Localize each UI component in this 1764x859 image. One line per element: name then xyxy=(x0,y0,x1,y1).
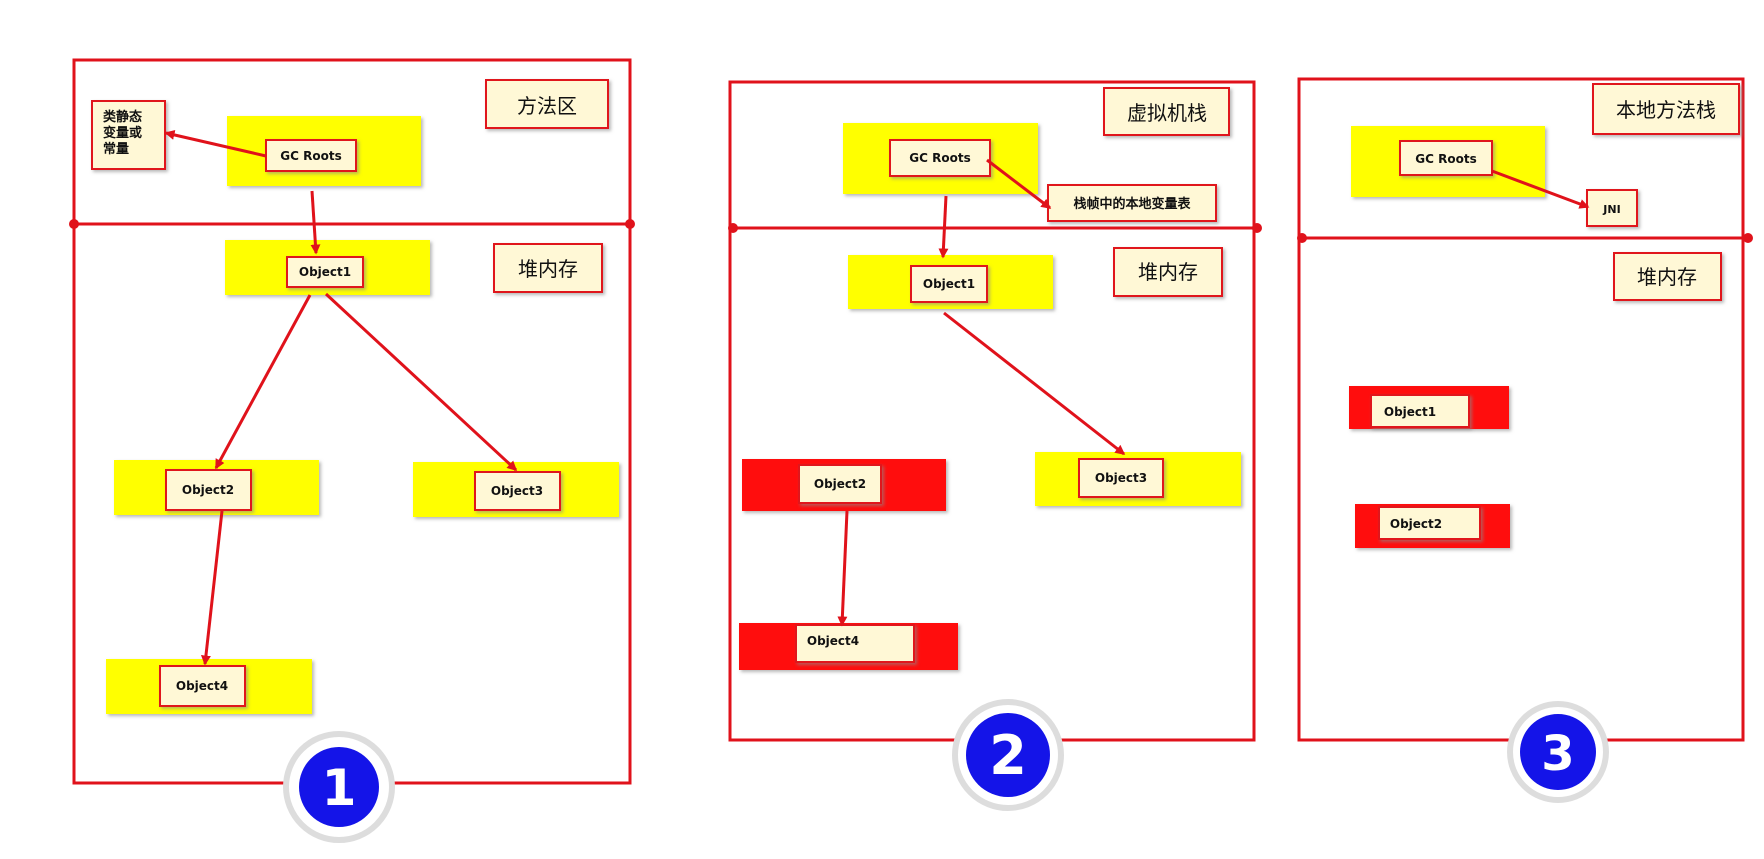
panel-2-object1-label: Object1 xyxy=(923,277,975,291)
panel-1-arrow-roots-to-note xyxy=(164,130,267,158)
panel-2-side-note-text: 栈帧中的本地变量表 xyxy=(1073,196,1191,212)
panel-1-arrow-object1-to-object2 xyxy=(214,294,312,470)
panel-1-arrow-object1-to-object3 xyxy=(324,292,518,472)
panel-1-object2: Object2 xyxy=(114,460,319,515)
panel-3-object1-label: Object1 xyxy=(1384,405,1436,419)
panel-3-object2-label: Object2 xyxy=(1390,517,1442,531)
panel-2-region-label-bottom: 堆内存 xyxy=(1113,247,1223,297)
panel-1-divider-end-left xyxy=(69,219,79,229)
panel-3-divider-end-left xyxy=(1297,233,1307,243)
panel-2-gc-roots-label: GC Roots xyxy=(909,151,970,165)
panel-2-object4: Object4 xyxy=(739,623,958,670)
panel-1-object1-label: Object1 xyxy=(299,265,351,279)
panel-1-badge: 1 xyxy=(283,731,395,843)
panel-1-side-note-line-2: 变量或 xyxy=(103,125,142,141)
panel-3-gc-roots-label: GC Roots xyxy=(1415,152,1476,166)
panel-2-object4-label: Object4 xyxy=(807,634,859,648)
panel-1-object4-label: Object4 xyxy=(176,679,228,693)
panel-3-side-note: JNI xyxy=(1586,189,1638,227)
panel-2-arrow-roots-to-object1 xyxy=(938,195,949,259)
panel-1-region-label-bottom: 堆内存 xyxy=(493,243,603,293)
panel-3-object2: Object2 xyxy=(1355,504,1510,548)
panel-2-object3: Object3 xyxy=(1035,452,1241,506)
panel-1-gc-roots-label: GC Roots xyxy=(280,149,341,163)
panel-2-badge: 2 xyxy=(952,699,1064,811)
panel-2-divider-end-left xyxy=(728,223,738,233)
panel-1-side-note-line-3: 常量 xyxy=(103,141,129,157)
panel-1-object1: Object1 xyxy=(225,240,430,295)
panel-2-object2: Object2 xyxy=(742,459,946,511)
panel-2-gc-roots: GC Roots xyxy=(843,123,1038,194)
panel-3-badge-number: 3 xyxy=(1541,726,1574,782)
panel-1-arrow-roots-to-object1 xyxy=(310,190,321,255)
panel-3-region-label-top: 本地方法栈 xyxy=(1592,83,1740,135)
panel-2-region-bottom-text: 堆内存 xyxy=(1138,260,1198,284)
panel-2-arrow-roots-to-note xyxy=(986,158,1052,210)
panel-1-arrow-object2-to-object4 xyxy=(200,510,224,666)
panel-2-region-label-top: 虚拟机栈 xyxy=(1103,87,1230,136)
panel-1-badge-number: 1 xyxy=(322,759,357,817)
panel-1: 方法区 堆内存 类静态 变量或 常量 GC Roots Object1 Obje… xyxy=(69,58,635,843)
panel-2: 虚拟机栈 堆内存 栈帧中的本地变量表 GC Roots Object1 Obje… xyxy=(728,80,1262,811)
panel-3-region-top-text: 本地方法栈 xyxy=(1616,98,1716,122)
panel-1-region-label-top: 方法区 xyxy=(485,79,609,129)
panel-1-region-top-text: 方法区 xyxy=(517,94,577,118)
panel-1-object2-label: Object2 xyxy=(182,483,234,497)
panel-3: 本地方法栈 堆内存 JNI GC Roots Object1 Object2 xyxy=(1297,77,1753,803)
panel-2-arrow-object2-to-object4 xyxy=(837,510,849,627)
panel-2-object3-label: Object3 xyxy=(1095,471,1147,485)
panel-1-region-bottom-text: 堆内存 xyxy=(518,257,578,281)
panel-2-side-note: 栈帧中的本地变量表 xyxy=(1047,184,1217,222)
panel-1-object3-label: Object3 xyxy=(491,484,543,498)
panel-2-divider-end-right xyxy=(1252,223,1262,233)
panel-3-gc-roots: GC Roots xyxy=(1351,126,1545,197)
panel-1-object3: Object3 xyxy=(413,462,619,517)
panel-3-region-bottom-text: 堆内存 xyxy=(1637,265,1697,289)
panel-2-region-top-text: 虚拟机栈 xyxy=(1127,101,1207,125)
panel-2-object2-label: Object2 xyxy=(814,477,866,491)
panel-1-object4: Object4 xyxy=(106,659,312,714)
panel-2-arrow-object1-to-object3 xyxy=(943,311,1126,456)
panel-3-divider-end-right xyxy=(1743,233,1753,243)
panel-3-object1: Object1 xyxy=(1349,386,1509,429)
panel-3-arrow-roots-to-jni xyxy=(1491,169,1590,209)
panel-1-gc-roots: GC Roots xyxy=(227,116,421,186)
panel-3-region-label-bottom: 堆内存 xyxy=(1613,252,1722,301)
panel-1-side-note: 类静态 变量或 常量 xyxy=(91,100,166,170)
panel-2-badge-number: 2 xyxy=(989,724,1027,787)
panel-1-side-note-line-1: 类静态 xyxy=(103,109,142,125)
panel-1-divider-end-right xyxy=(625,219,635,229)
panel-3-side-note-text: JNI xyxy=(1602,203,1620,216)
panel-3-badge: 3 xyxy=(1507,701,1609,803)
panel-2-object1: Object1 xyxy=(848,255,1053,309)
